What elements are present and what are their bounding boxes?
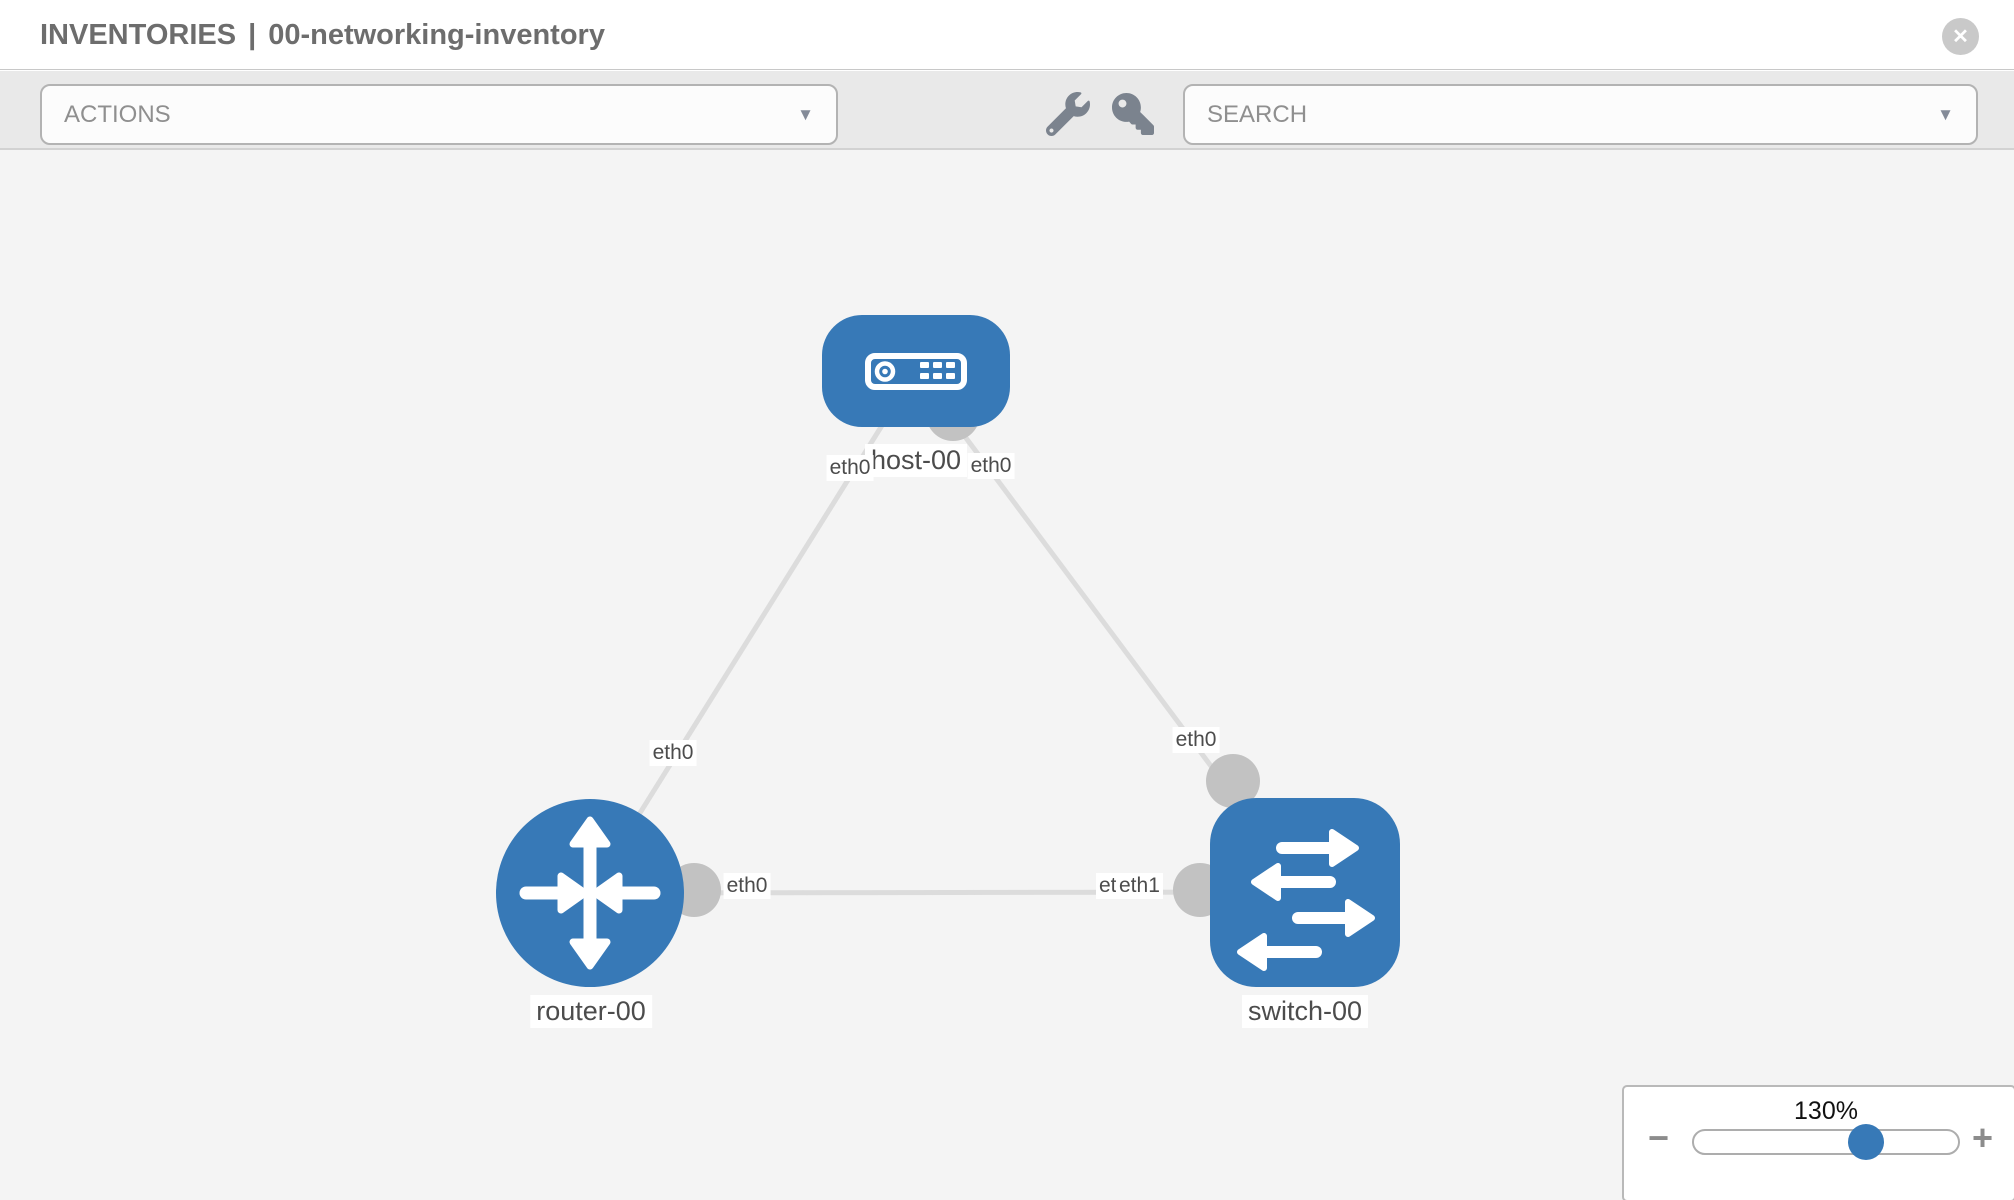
wrench-icon — [1046, 92, 1090, 136]
zoom-in-button[interactable]: + — [1972, 1117, 1994, 1158]
key-credentials-button[interactable] — [1104, 85, 1162, 143]
router-icon — [519, 816, 661, 970]
actions-dropdown-label: ACTIONS — [64, 100, 171, 128]
switch-top-connector-dot — [1206, 754, 1260, 808]
iface-label-router-to-host: eth0 — [649, 740, 697, 766]
configure-tools-button[interactable] — [1039, 85, 1097, 143]
node-router-00[interactable] — [496, 799, 684, 987]
zoom-out-button[interactable]: − — [1648, 1117, 1670, 1158]
iface-label-router-to-switch: eth0 — [723, 873, 771, 899]
host-icon — [865, 353, 967, 390]
toolbar: ACTIONS ▼ SEARCH ▼ — [0, 71, 2014, 150]
page-title: INVENTORIES | 00-networking-inventory — [40, 19, 605, 52]
zoom-slider-thumb[interactable] — [1848, 1124, 1884, 1160]
topology-links-layer — [587, 369, 1308, 917]
zoom-panel: 130% − + — [1622, 1085, 2014, 1200]
chevron-down-icon: ▼ — [1937, 104, 1954, 124]
node-label-router-00: router-00 — [530, 995, 652, 1028]
actions-dropdown[interactable]: ACTIONS ▼ — [40, 84, 838, 145]
breadcrumb-separator: | — [248, 19, 257, 51]
page-header: INVENTORIES | 00-networking-inventory ✕ — [0, 0, 2014, 70]
close-button[interactable]: ✕ — [1942, 18, 1979, 55]
key-icon — [1112, 93, 1154, 135]
iface-label-switch-to-router: eth1 — [1116, 873, 1163, 899]
breadcrumb-section: INVENTORIES — [40, 19, 237, 51]
node-switch-00[interactable] — [1210, 798, 1400, 987]
close-icon: ✕ — [1952, 25, 1969, 48]
chevron-down-icon: ▼ — [797, 104, 814, 124]
iface-label-switch-to-host: eth0 — [1172, 727, 1220, 753]
node-label-host-00: host-00 — [864, 444, 968, 477]
breadcrumb-inventory-name: 00-networking-inventory — [268, 19, 605, 51]
zoom-slider[interactable] — [1692, 1124, 1960, 1160]
node-label-switch-00: switch-00 — [1241, 995, 1369, 1028]
search-dropdown[interactable]: SEARCH ▼ — [1183, 84, 1978, 145]
iface-label-host-to-switch: eth0 — [967, 453, 1015, 479]
iface-label-host-to-router: eth0 — [826, 455, 874, 481]
zoom-level: 130% — [1794, 1097, 1858, 1125]
search-dropdown-label: SEARCH — [1207, 100, 1308, 128]
switch-icon — [1237, 829, 1375, 971]
node-host-00[interactable] — [822, 315, 1010, 427]
topology-canvas[interactable]: host-00 router-00 switch-00 eth0 eth0 et… — [0, 150, 2014, 1200]
